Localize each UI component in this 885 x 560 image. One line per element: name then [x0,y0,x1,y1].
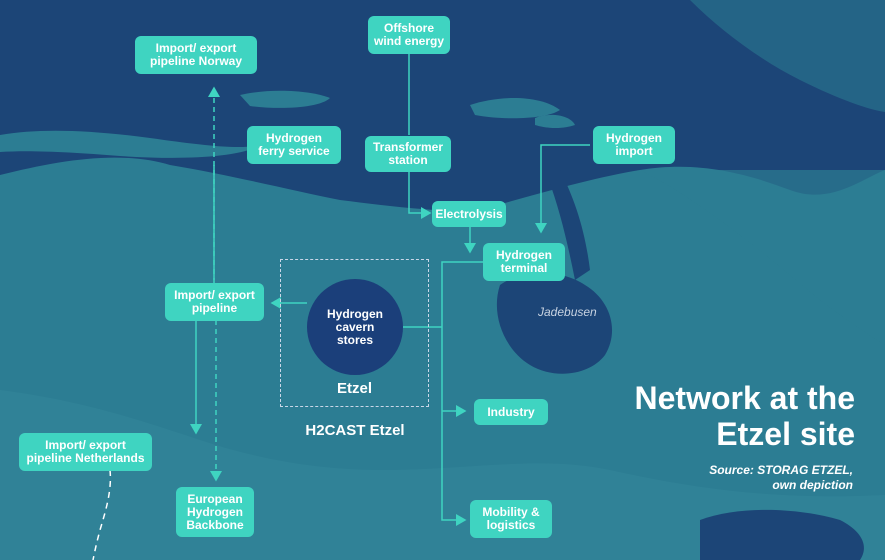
jadebusen-bay [496,272,613,374]
h2cast-label: H2CAST Etzel [305,422,405,439]
jadebusen-label: Jadebusen [538,305,597,319]
node-offshore-wind: Offshore wind energy [368,16,450,54]
node-import-export-pipeline: Import/ export pipeline [165,283,264,321]
node-transformer-station: Transformer station [365,136,451,172]
line-import-terminal [535,144,590,234]
source-note: Source: STORAG ETZEL, own depiction [709,463,853,492]
etzel-site-boundary [280,259,429,407]
connectors [190,53,590,526]
node-industry: Industry [474,399,548,425]
island-3 [470,98,560,119]
node-import-norway: Import/ export pipeline Norway [135,36,257,74]
island-4 [535,114,575,129]
jade-channel [548,170,590,280]
node-electrolysis: Electrolysis [432,201,506,227]
line-terminal-branch [441,261,483,526]
upper-right-land [690,0,885,112]
inland-water [700,509,864,560]
node-hydrogen-import: Hydrogen import [593,126,675,164]
east-land [640,170,885,345]
node-hydrogen-terminal: Hydrogen terminal [483,243,565,281]
island-2 [240,90,330,108]
node-mobility-logistics: Mobility & logistics [470,500,552,538]
node-ferry-service: Hydrogen ferry service [247,126,341,164]
diagram-title: Network at the Etzel site [634,380,855,452]
island-1 [0,130,260,158]
hydrogen-cavern-stores: Hydrogen cavern stores [307,279,403,375]
line-transformer-electrolysis [408,170,432,219]
etzel-label: Etzel [336,380,372,397]
node-european-backbone: European Hydrogen Backbone [176,487,254,537]
node-import-netherlands: Import/ export pipeline Netherlands [19,433,152,471]
